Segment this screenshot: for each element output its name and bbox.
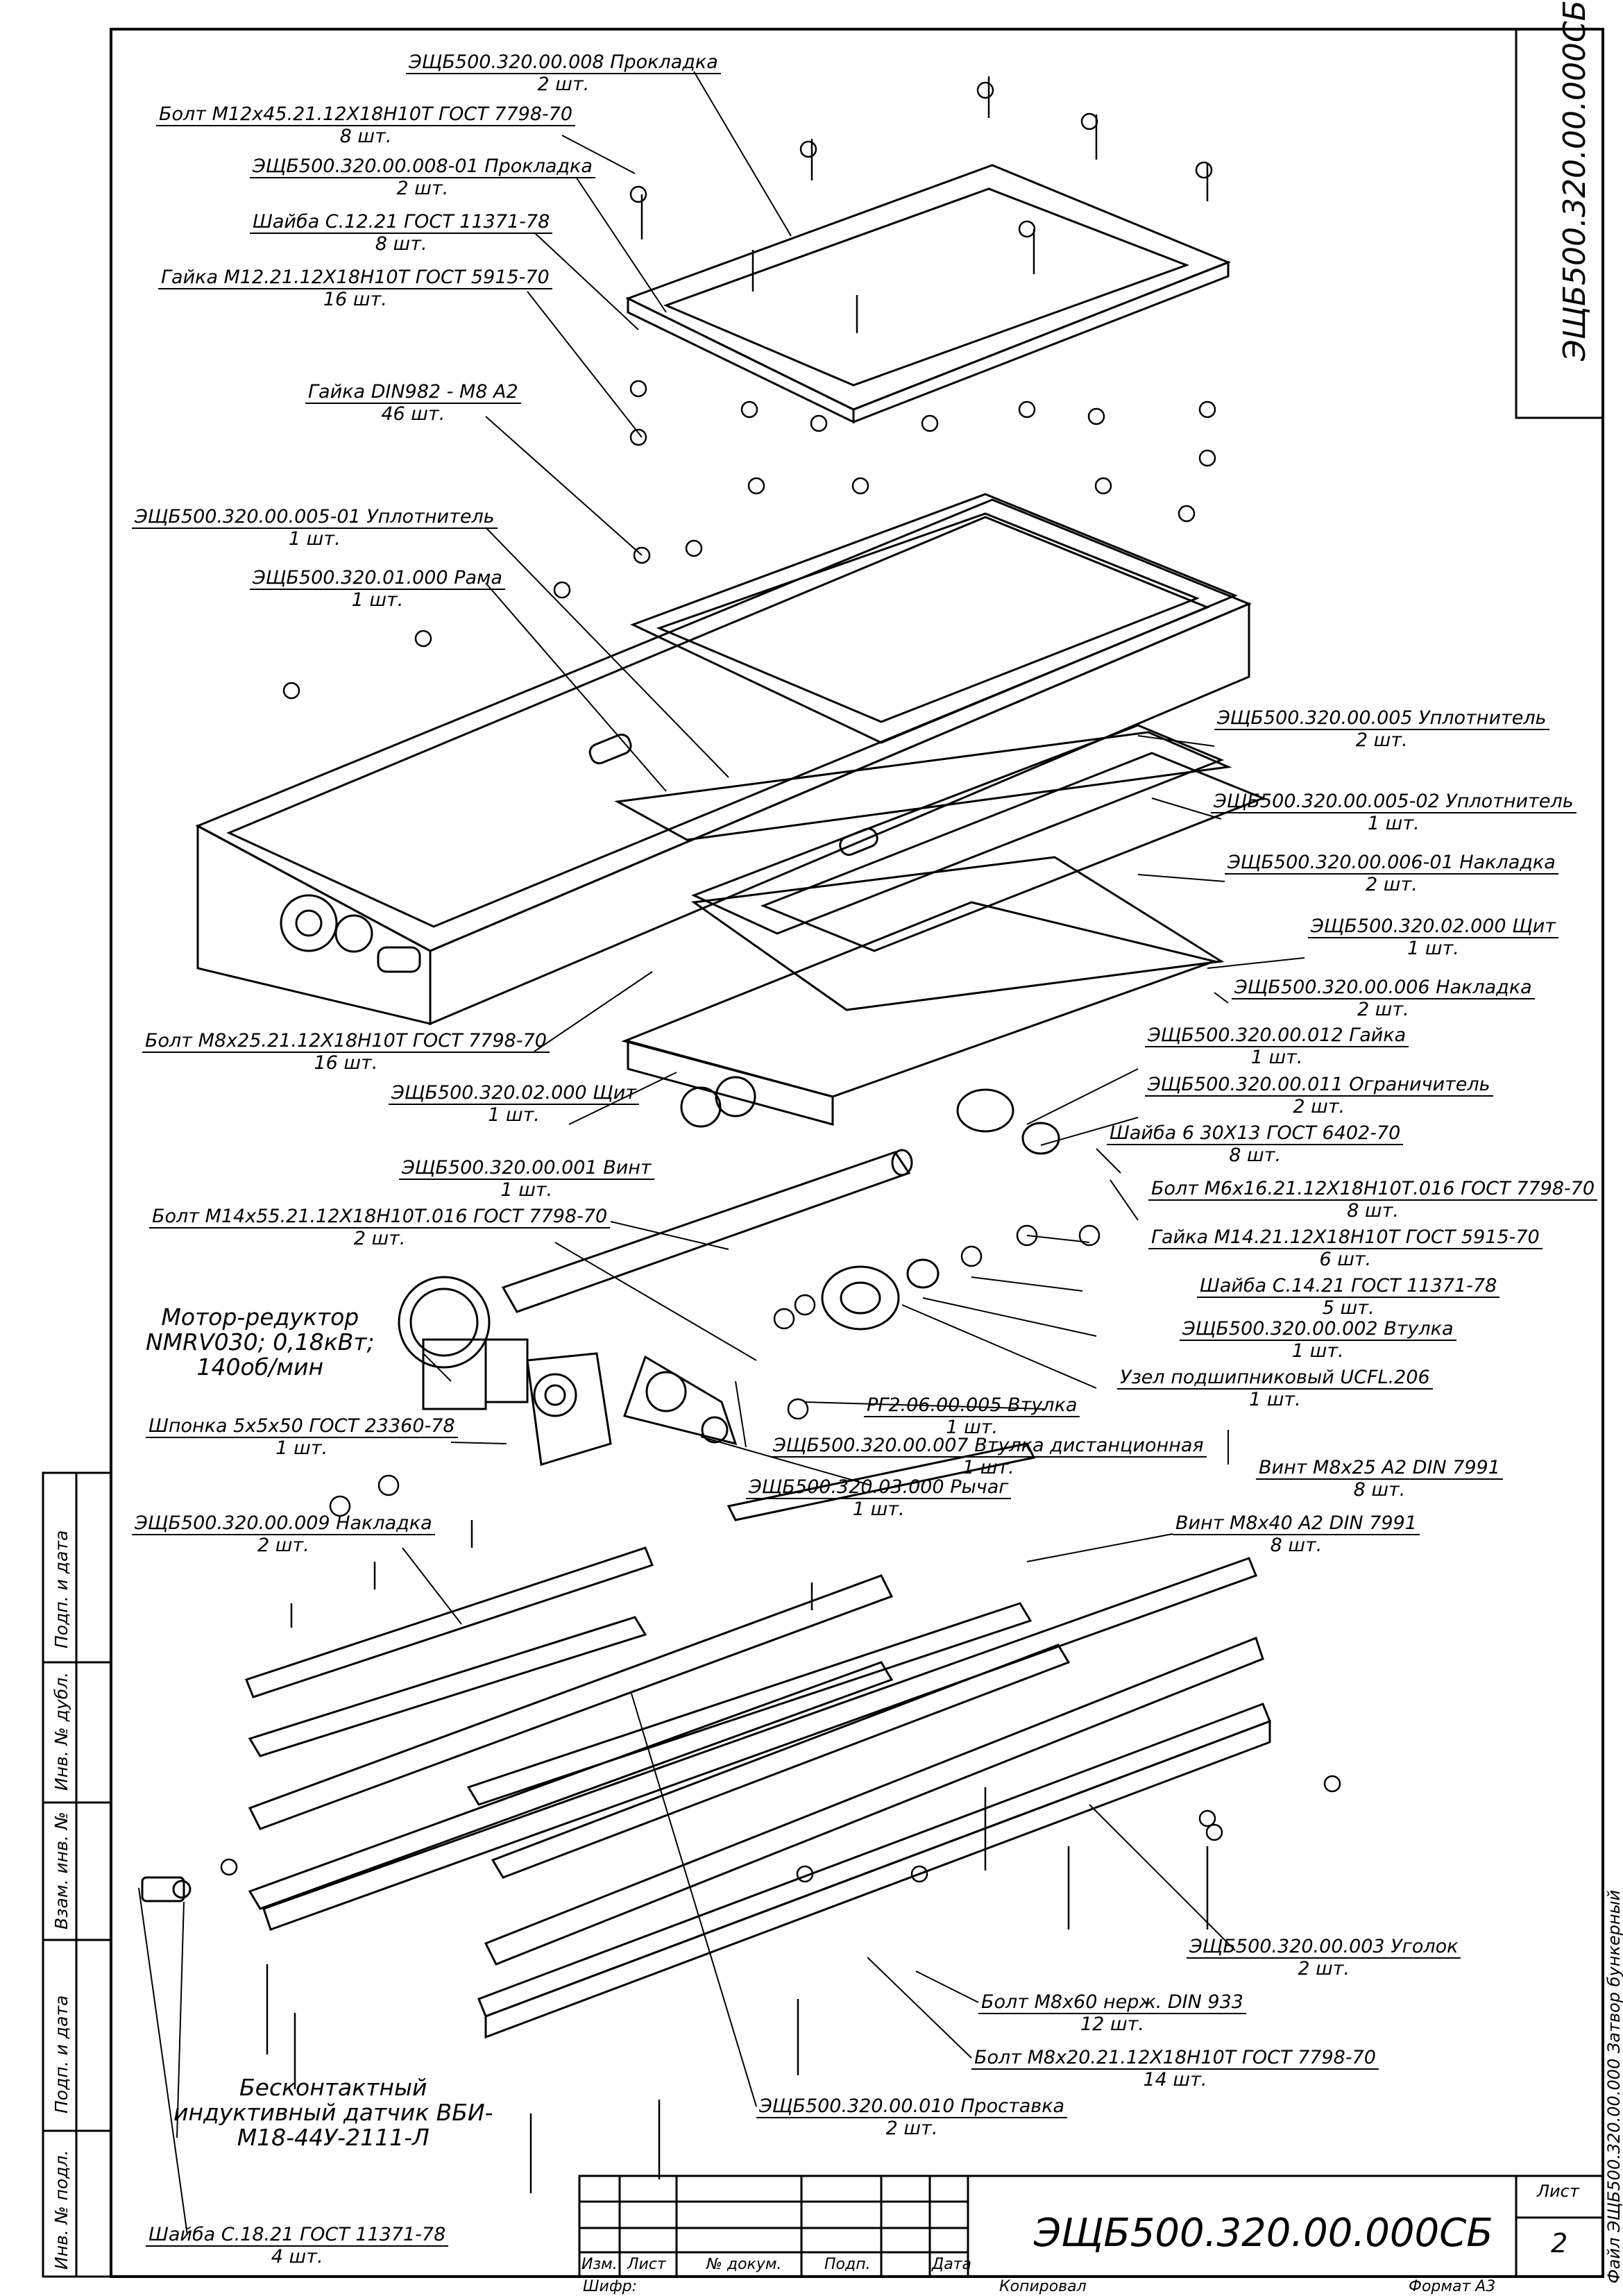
stamp-sign-date-1: Подп. и дата	[51, 1530, 71, 1648]
bearing-unit	[821, 1088, 1060, 1331]
file-name: Файл ЭЩБ500.320.00.000 Затвор бункерный	[1604, 1889, 1623, 2284]
motor-label: Мотор-редуктор NMRV030; 0,18кВт; 140об/м…	[146, 1305, 375, 1380]
header-list: Лист	[627, 2256, 666, 2273]
fasteners	[220, 81, 1341, 1883]
gate-plate	[621, 856, 1225, 1128]
footer-format: Формат А3	[1409, 2278, 1496, 2295]
header-date: Дата	[932, 2256, 971, 2273]
header-doc-no: № докум.	[706, 2256, 782, 2273]
stamp-sign-date-2: Подп. и дата	[51, 1995, 71, 2113]
sensor-label-line-1: Бесконтактный	[239, 2074, 427, 2101]
code-box	[1515, 28, 1604, 419]
header-sign: Подп.	[824, 2256, 871, 2273]
stamp-orig-inv: Инв. № подл.	[51, 2150, 71, 2270]
title-block-grid	[578, 2175, 1604, 2278]
header-izm: Изм.	[581, 2256, 618, 2273]
motor-label-line-3: 140об/мин	[196, 1353, 324, 1381]
footer-cipher: Шифр:	[583, 2278, 638, 2295]
motor-label-line-2: NMRV030; 0,18кВт;	[146, 1328, 375, 1356]
motor-label-line-1: Мотор-редуктор	[161, 1303, 359, 1331]
seal-strips	[614, 724, 1266, 952]
screw-shaft	[501, 1149, 913, 1313]
title-block-code: ЭЩБ500.320.00.000СБ	[1034, 2211, 1493, 2256]
sensor-label-line-3: М18-44У-2111-Л	[237, 2124, 430, 2151]
leader-lines	[138, 71, 1305, 2236]
bolts	[266, 76, 1209, 2193]
stamp-dup-inv: Инв. № дубл.	[51, 1671, 71, 1791]
sensor-label-line-2: индуктивный датчик ВБИ-	[173, 2099, 493, 2126]
top-gasket-frame	[625, 164, 1232, 424]
side-stamp-grid	[42, 1471, 112, 2278]
sensor	[141, 1876, 192, 1902]
drawing-code-vertical: ЭЩБ500.320.00.000СБ	[1557, 0, 1592, 361]
lever	[623, 1355, 738, 1446]
footer-copied: Копировал	[999, 2278, 1087, 2295]
callout-bolt-m14x55: Болт М14х55.21.12Х18Н10Т.016 ГОСТ 7798-7…	[149, 1206, 611, 1249]
lower-strips	[245, 1442, 1271, 2039]
stamp-replace-inv: Взам. инв. №	[51, 1812, 71, 1930]
sheet-number: 2	[1551, 2228, 1568, 2259]
motor-gearbox	[398, 1276, 612, 1466]
sensor-label: Бесконтактный индуктивный датчик ВБИ- М1…	[173, 2075, 493, 2150]
sheet-label: Лист	[1537, 2181, 1579, 2201]
callout-bolt-m6x16: Болт М6х16.21.12Х18Н10Т.016 ГОСТ 7798-70…	[1148, 1179, 1598, 1222]
